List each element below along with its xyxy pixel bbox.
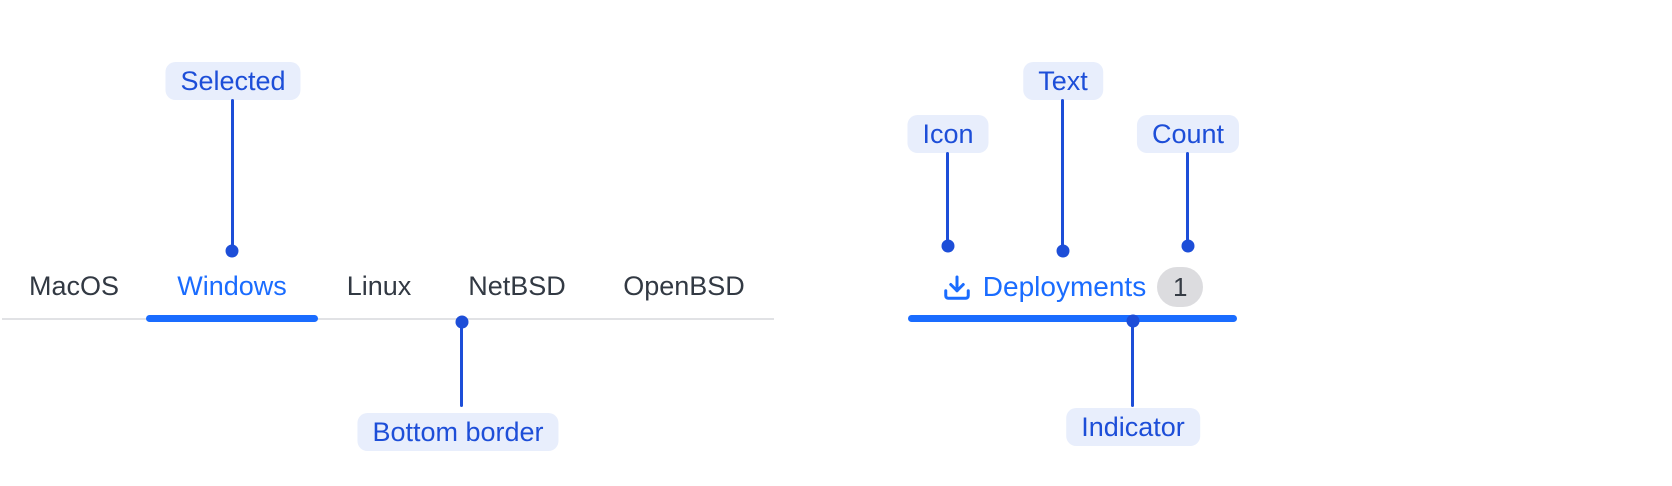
annotation-indicator-line: [1131, 321, 1134, 407]
annotation-icon-dot: [941, 239, 955, 253]
tab-deployments[interactable]: Deployments 1: [908, 254, 1237, 320]
annotation-count-line: [1186, 152, 1189, 246]
tab-label: Windows: [177, 270, 287, 301]
annotation-text-line: [1061, 99, 1064, 251]
annotation-icon-label: Icon: [907, 115, 989, 153]
annotation-selected-dot: [225, 244, 239, 258]
annotation-count-label: Count: [1136, 115, 1240, 153]
tab-label: Deployments: [982, 271, 1147, 302]
tab-openbsd[interactable]: OpenBSD: [594, 254, 774, 318]
tab-windows[interactable]: Windows: [146, 254, 318, 322]
count-badge: 1: [1157, 267, 1204, 307]
annotation-indicator-label: Indicator: [1066, 408, 1200, 446]
annotation-icon-line: [946, 152, 949, 246]
tab-bar: MacOS Windows Linux NetBSD OpenBSD: [2, 254, 774, 322]
tab-linux[interactable]: Linux: [318, 254, 440, 318]
annotation-selected-label: Selected: [165, 62, 301, 100]
selected-tab-indicator: [146, 315, 318, 322]
annotation-bottom-border-dot: [455, 315, 469, 329]
annotation-bottom-border-line: [460, 322, 463, 407]
annotation-bottom-border-label: Bottom border: [357, 413, 559, 451]
download-icon: [942, 272, 972, 302]
tab-label: MacOS: [28, 270, 120, 301]
tab-label: OpenBSD: [623, 270, 745, 301]
annotation-text-label: Text: [1023, 62, 1103, 100]
annotation-text-dot: [1056, 244, 1070, 258]
deployments-tab-indicator: [908, 315, 1237, 322]
tab-label: Linux: [346, 270, 412, 301]
annotation-count-dot: [1181, 239, 1195, 253]
tab-label: NetBSD: [468, 270, 566, 301]
tab-macos[interactable]: MacOS: [2, 254, 146, 318]
annotation-selected-line: [231, 99, 234, 252]
tab-netbsd[interactable]: NetBSD: [440, 254, 594, 318]
annotation-indicator-dot: [1126, 314, 1140, 328]
